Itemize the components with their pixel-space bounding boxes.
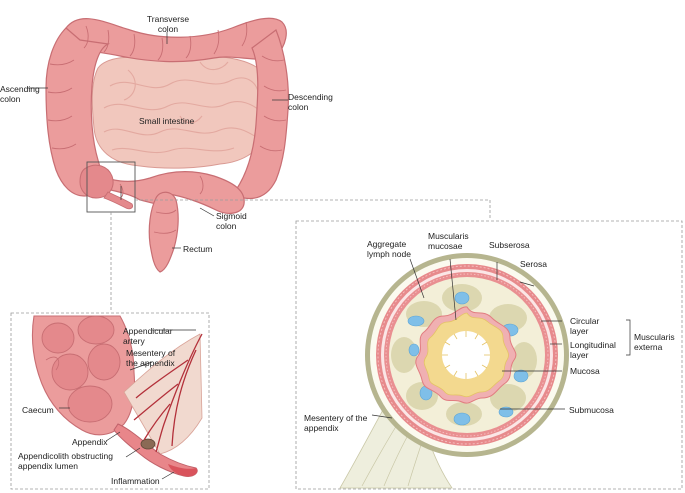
- label-muscularis-mucosae: Muscularis mucosae: [428, 231, 469, 251]
- label-inflammation: Inflammation: [111, 476, 160, 486]
- descending-colon: [235, 29, 289, 200]
- leader-lines: [27, 32, 631, 480]
- label-rectum: Rectum: [183, 244, 213, 254]
- label-appendicolith: Appendicolith obstructing appendix lumen: [18, 451, 113, 471]
- label-circular-layer: Circular layer: [570, 316, 600, 336]
- villi: [442, 331, 490, 379]
- label-mucosa: Mucosa: [570, 366, 600, 376]
- lymph-nodes: [407, 291, 529, 426]
- label-transverse-colon: Transverse colon: [146, 14, 190, 34]
- label-appendicular-artery: Appendicular artery: [123, 326, 173, 346]
- label-submucosa: Submucosa: [569, 405, 614, 415]
- appendicolith: [140, 438, 156, 450]
- label-aggregate-lymph-node: Aggregate lymph node: [367, 239, 411, 259]
- label-descending-colon: Descending colon: [288, 92, 333, 112]
- appendicular-artery-vessels: [133, 333, 203, 453]
- lumen: [442, 331, 490, 379]
- label-ascending-colon: Ascending colon: [0, 84, 40, 104]
- label-mesentery-appendix-section: Mesentery of the appendix: [304, 413, 368, 433]
- large-intestine-illustration: [45, 17, 289, 273]
- rectum: [148, 191, 179, 273]
- label-appendix: Appendix: [72, 437, 108, 447]
- appendix-panel: [10, 312, 210, 490]
- label-caecum: Caecum: [22, 405, 54, 415]
- label-longitudinal-layer: Longitudinal layer: [570, 340, 616, 360]
- label-mesentery-appendix-detail: Mesentery of the appendix: [126, 348, 176, 368]
- label-muscularis-externa: Muscularis externa: [634, 332, 675, 352]
- caecum-overview: [79, 164, 114, 199]
- label-small-intestine: Small intestine: [139, 116, 195, 126]
- cross-section-panel: [295, 220, 683, 490]
- label-subserosa: Subserosa: [489, 240, 530, 250]
- small-intestine: [91, 55, 272, 169]
- label-sigmoid-colon: Sigmoid colon: [216, 211, 247, 231]
- label-serosa: Serosa: [520, 259, 547, 269]
- connector-lines: [110, 199, 491, 312]
